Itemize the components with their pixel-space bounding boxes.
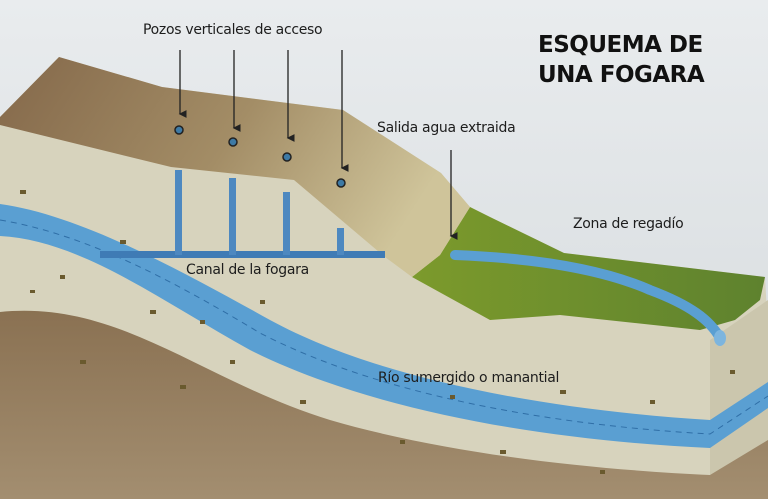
vertical-wells: [175, 170, 344, 255]
gravel: [20, 190, 735, 474]
outlet-label: Salida agua extraida: [377, 120, 516, 136]
irrigation-label: Zona de regadío: [573, 216, 684, 232]
well-openings: [174, 125, 346, 188]
diagram-title: ESQUEMA DE UNA FOGARA: [538, 30, 705, 90]
pipe-end: [714, 330, 726, 346]
river-dashes: [0, 219, 768, 435]
title-line-1: ESQUEMA DE: [538, 32, 703, 58]
well-arrows: [178, 50, 458, 240]
title-line-2: UNA FOGARA: [538, 62, 705, 88]
wells-label: Pozos verticales de acceso: [143, 22, 323, 38]
underground-river: [0, 204, 768, 448]
bedrock-layer: [0, 310, 768, 499]
fogara-canal: [100, 251, 385, 258]
canal-label: Canal de la fogara: [186, 262, 309, 278]
hill-layer: [0, 57, 470, 277]
outlet-pipe: [450, 250, 725, 343]
river-label: Río sumergido o manantial: [378, 370, 560, 386]
